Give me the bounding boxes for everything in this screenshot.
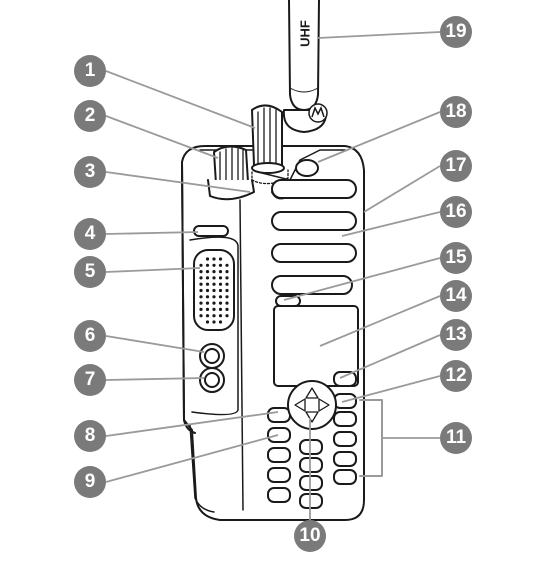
grille-dot [205, 314, 210, 318]
grille-dot [212, 263, 216, 267]
grille-dot [212, 257, 216, 261]
channel-knob [251, 104, 289, 185]
grille-dot [212, 295, 216, 299]
callout-1: 1 [74, 55, 106, 87]
belt-clip [189, 424, 215, 513]
navigation-pad [287, 380, 337, 430]
callout-4: 4 [74, 218, 106, 250]
grille-dot [218, 282, 223, 286]
grille-dot [212, 276, 216, 280]
callout-13: 13 [440, 319, 472, 351]
antenna-marking: UHF [297, 20, 313, 47]
callout-18: 18 [440, 96, 472, 128]
grille-dot [199, 307, 203, 311]
grille-dot [225, 295, 229, 299]
grille-dot [212, 301, 216, 305]
grille-dot [199, 301, 203, 305]
grille-dot [205, 307, 210, 311]
callout-7: 7 [74, 364, 106, 396]
grille-dot [218, 257, 223, 261]
side-grip [189, 236, 239, 416]
callout-19: 19 [440, 16, 472, 48]
grille-dot [225, 263, 229, 267]
grille-dot [199, 295, 203, 299]
grille-dot [205, 320, 210, 324]
callout-2: 2 [74, 100, 106, 132]
grille-dot [225, 276, 229, 280]
emergency-button [295, 159, 319, 177]
side-button-1 [199, 343, 225, 369]
grille-dot [205, 288, 210, 293]
grille-dot [225, 282, 229, 286]
grille-dot [218, 276, 223, 280]
callout-5: 5 [74, 256, 106, 288]
callout-17: 17 [440, 150, 472, 182]
grille-dot [218, 320, 223, 324]
grille-dot [205, 301, 210, 305]
grille-dot [212, 320, 216, 324]
grille-dot [205, 295, 210, 299]
antenna [288, 0, 320, 111]
grille-dot [205, 270, 210, 274]
grille-dot [205, 263, 210, 267]
grille-dot [218, 314, 223, 318]
grille-dot [199, 314, 203, 318]
grille-dot [199, 282, 203, 286]
callout-14: 14 [440, 280, 472, 312]
side-button-2 [199, 367, 225, 393]
grille-dot [205, 282, 210, 286]
callout-11: 11 [440, 422, 472, 454]
grille-dot [225, 314, 229, 318]
grille-dot [225, 288, 229, 293]
grille-dot [199, 276, 203, 280]
grille-dot [199, 263, 203, 267]
callout-10: 10 [294, 520, 326, 552]
grille-dot [205, 276, 210, 280]
grille-dot [199, 288, 203, 293]
grille-dot [212, 307, 216, 311]
callout-6: 6 [74, 320, 106, 352]
grille-dot [212, 314, 216, 318]
ptt-grille-dots [199, 257, 229, 324]
grille-dot [212, 282, 216, 286]
callout-16: 16 [440, 196, 472, 228]
grille-dot [218, 288, 223, 293]
grille-dot [218, 270, 223, 274]
front-edge [239, 199, 244, 511]
grille-dot [218, 307, 223, 311]
grille-dot [218, 301, 223, 305]
callout-3: 3 [74, 156, 106, 188]
grille-dot [218, 295, 223, 299]
callout-9: 9 [74, 466, 106, 498]
callout-15: 15 [440, 242, 472, 274]
callout-12: 12 [440, 360, 472, 392]
grille-dot [212, 270, 216, 274]
grille-dot [225, 270, 229, 274]
side-panel [181, 161, 196, 434]
side-button-ptt-led [193, 225, 229, 237]
grille-dot [218, 263, 223, 267]
leader-lines [105, 31, 441, 520]
grille-dot [225, 301, 229, 305]
grille-dot [205, 257, 210, 261]
speaker-grille [271, 179, 357, 295]
callout-8: 8 [74, 420, 106, 452]
grille-dot [199, 270, 203, 274]
grille-dot [212, 288, 216, 293]
keypad [267, 371, 357, 509]
logo [308, 103, 328, 123]
grille-dot [225, 307, 229, 311]
